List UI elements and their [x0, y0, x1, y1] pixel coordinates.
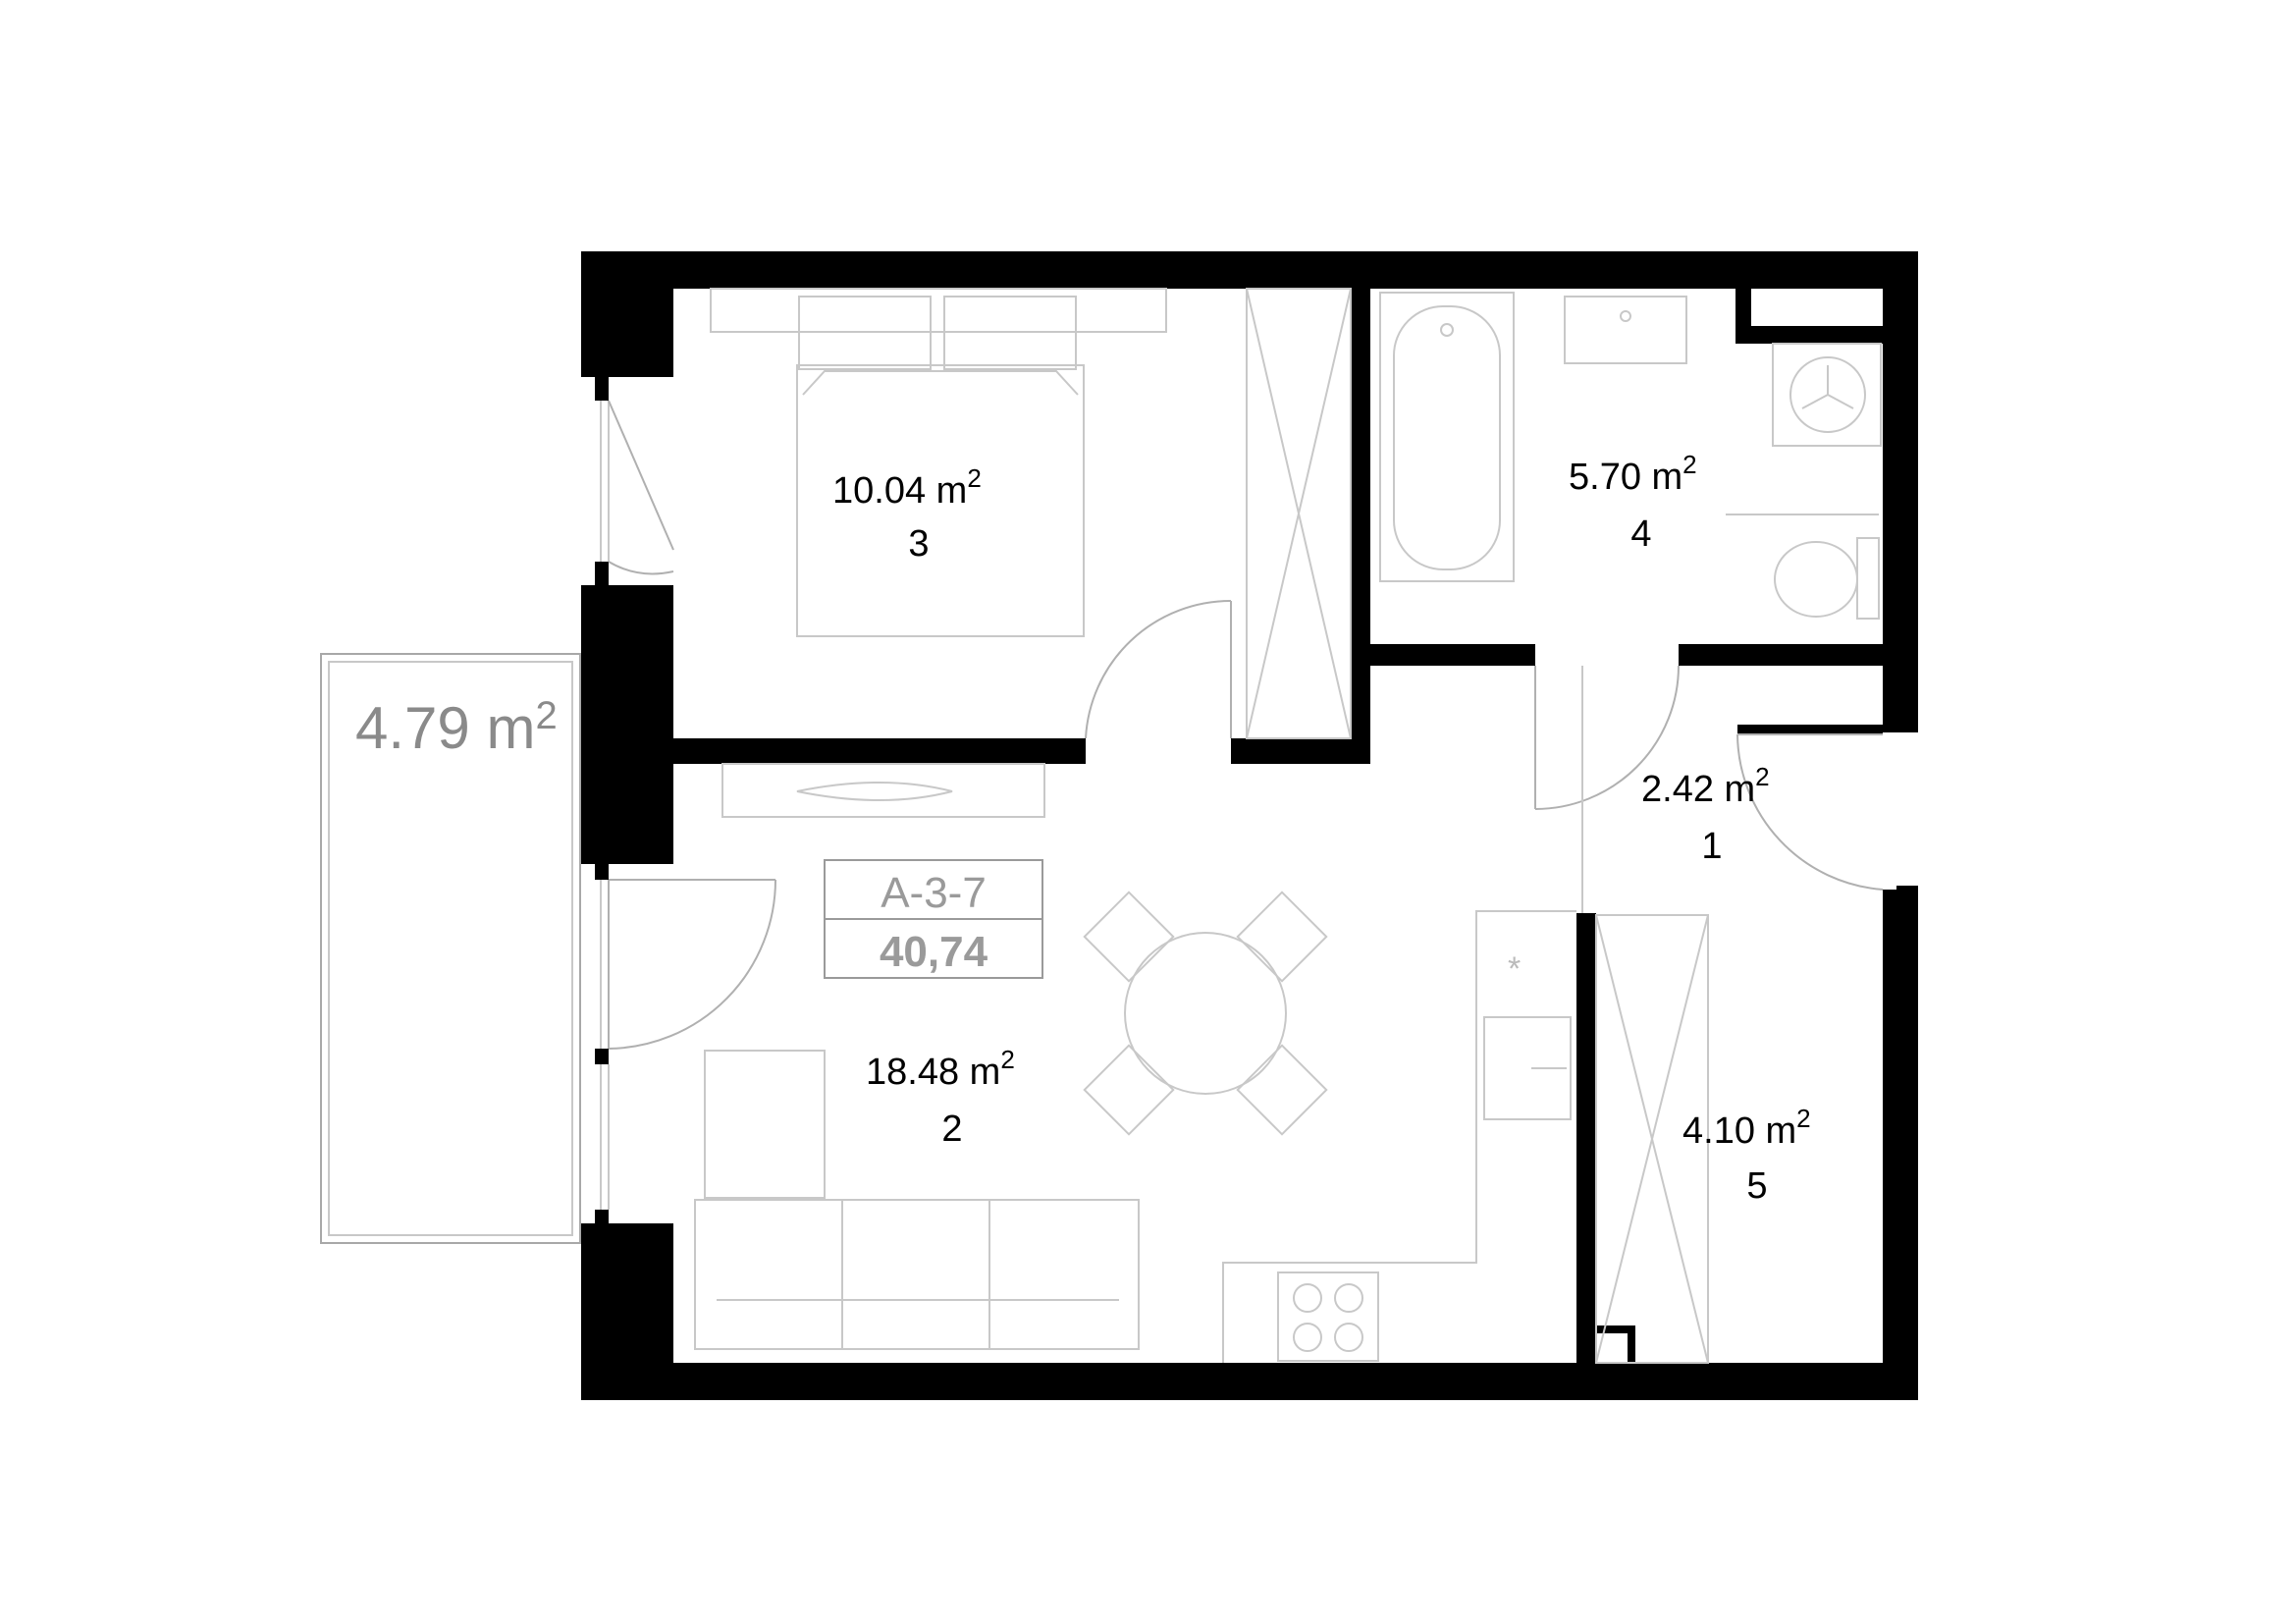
- svg-text:*: *: [1508, 950, 1521, 988]
- svg-text:5.70 m2: 5.70 m2: [1569, 450, 1697, 498]
- furniture: *: [694, 288, 1882, 1364]
- room-label-5: 4.10 m2 5: [1682, 1104, 1811, 1207]
- unit-code-box: A-3-7 40,74: [824, 859, 1043, 979]
- svg-text:10.04 m2: 10.04 m2: [832, 463, 982, 512]
- bathtub: [1379, 292, 1515, 582]
- tv-console: [721, 763, 1045, 818]
- room-number-2: 2: [941, 1109, 962, 1150]
- room-number-3: 3: [908, 523, 929, 565]
- armchair: [704, 1050, 826, 1199]
- room-number-4: 4: [1630, 514, 1651, 555]
- dining-set: [1083, 891, 1328, 1136]
- room-label-4: 5.70 m2 4: [1569, 450, 1697, 555]
- room-label-3: 10.04 m2 3: [832, 463, 982, 565]
- wardrobe-room5: [1595, 914, 1709, 1364]
- walls: [581, 251, 1918, 1400]
- svg-text:18.48 m2: 18.48 m2: [866, 1045, 1015, 1093]
- balcony-label: 4.79 m2: [355, 694, 558, 761]
- washbasin: [1564, 296, 1687, 364]
- wardrobe-bedroom: [1246, 288, 1352, 739]
- svg-text:4.10 m2: 4.10 m2: [1682, 1104, 1811, 1152]
- svg-text:2.42 m2: 2.42 m2: [1641, 762, 1770, 810]
- sofa: [694, 1199, 1140, 1350]
- kitchen: *: [1222, 910, 1576, 1363]
- room-number-1: 1: [1701, 826, 1722, 867]
- svg-text:4.79 m2: 4.79 m2: [355, 694, 558, 761]
- unit-code: A-3-7: [881, 869, 987, 917]
- room-label-2: 18.48 m2 2: [866, 1045, 1015, 1150]
- balcony-area-sup: 2: [535, 694, 557, 737]
- balcony-area: 4.79 m: [355, 695, 535, 761]
- room-label-1: 2.42 m2 1: [1641, 762, 1770, 867]
- room-number-5: 5: [1746, 1165, 1767, 1207]
- balcony: [320, 653, 581, 1244]
- unit-total-area: 40,74: [880, 928, 988, 976]
- doors: [608, 599, 1884, 1050]
- washing-machine: [1772, 343, 1882, 447]
- bed: [710, 288, 1167, 637]
- toilet: [1774, 537, 1880, 620]
